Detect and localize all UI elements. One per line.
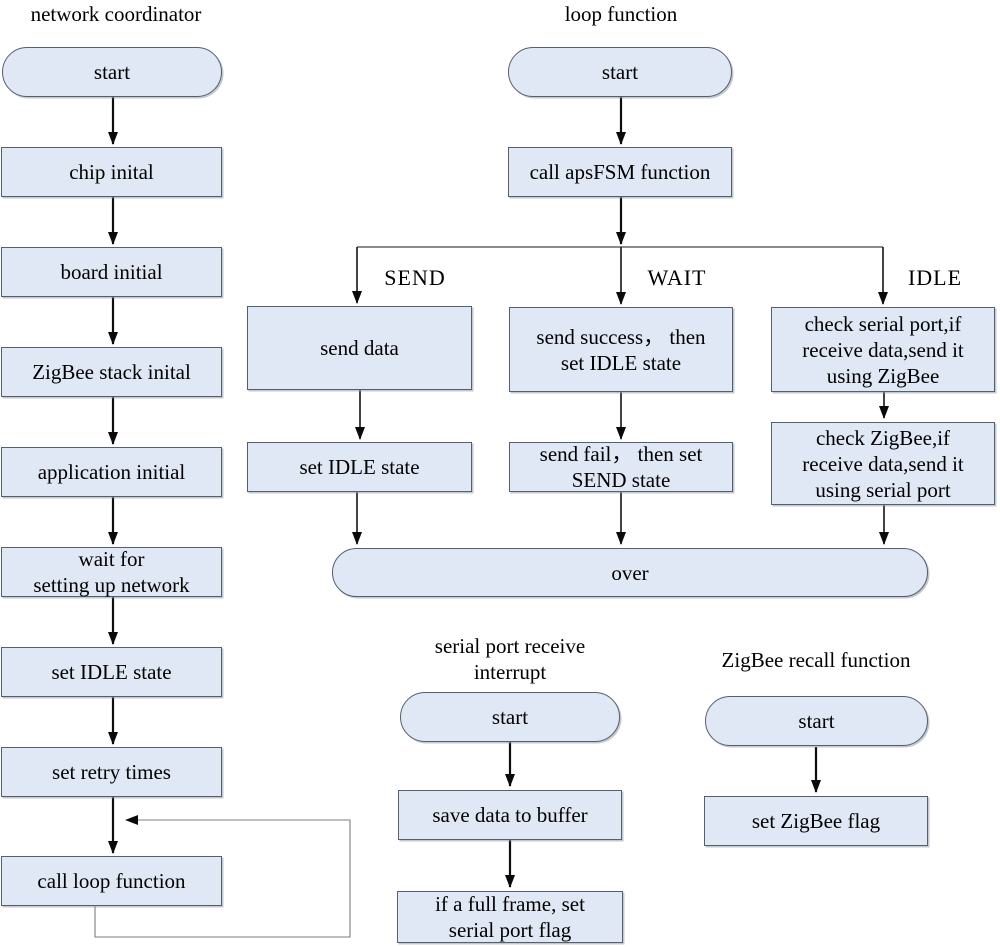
node-set-idle-state: set IDLE state [1, 647, 222, 697]
node-application-initial: application initial [1, 447, 222, 497]
node-call-loop-function: call loop function [1, 856, 222, 906]
node-check-zigbee: check ZigBee,if receive data,send it usi… [771, 422, 995, 505]
node-start-network-coordinator: start [2, 47, 222, 97]
branch-label-idle: IDLE [907, 265, 963, 290]
node-chip-initial: chip inital [1, 147, 222, 197]
node-full-frame-set-flag: if a full frame, set serial port flag [397, 891, 623, 943]
node-zigbee-stack-initial: ZigBee stack inital [1, 347, 222, 397]
node-board-initial: board initial [1, 247, 222, 297]
node-start-serial-interrupt: start [400, 692, 620, 742]
node-set-retry-times: set retry times [1, 747, 222, 797]
node-over: over [332, 548, 928, 597]
branch-label-wait: WAIT [647, 265, 707, 290]
flow-title-serial-port-interrupt: serial port receive interrupt [434, 634, 586, 684]
node-set-zigbee-flag: set ZigBee flag [704, 796, 928, 846]
node-save-data-to-buffer: save data to buffer [398, 790, 622, 840]
loop-back-line [94, 815, 351, 938]
branch-label-send: SEND [384, 265, 446, 290]
flow-title-network-coordinator: network coordinator [30, 2, 202, 26]
node-start-zigbee-recall: start [705, 696, 928, 746]
node-send-fail-set-send: send fail， then set SEND state [509, 442, 733, 492]
node-call-apsfsm-function: call apsFSM function [508, 147, 732, 197]
branch-arrows [352, 247, 889, 545]
flow-title-loop-function: loop function [564, 2, 678, 26]
node-wait-setting-up-network: wait for setting up network [1, 547, 222, 597]
node-send-data: send data [247, 306, 472, 390]
node-branch-set-idle-state: set IDLE state [247, 442, 472, 492]
node-start-loop-function: start [508, 47, 732, 97]
node-send-success-set-idle: send success， then set IDLE state [509, 307, 733, 392]
node-check-serial-port: check serial port,if receive data,send i… [771, 307, 995, 392]
flow-title-zigbee-recall: ZigBee recall function [721, 648, 911, 672]
